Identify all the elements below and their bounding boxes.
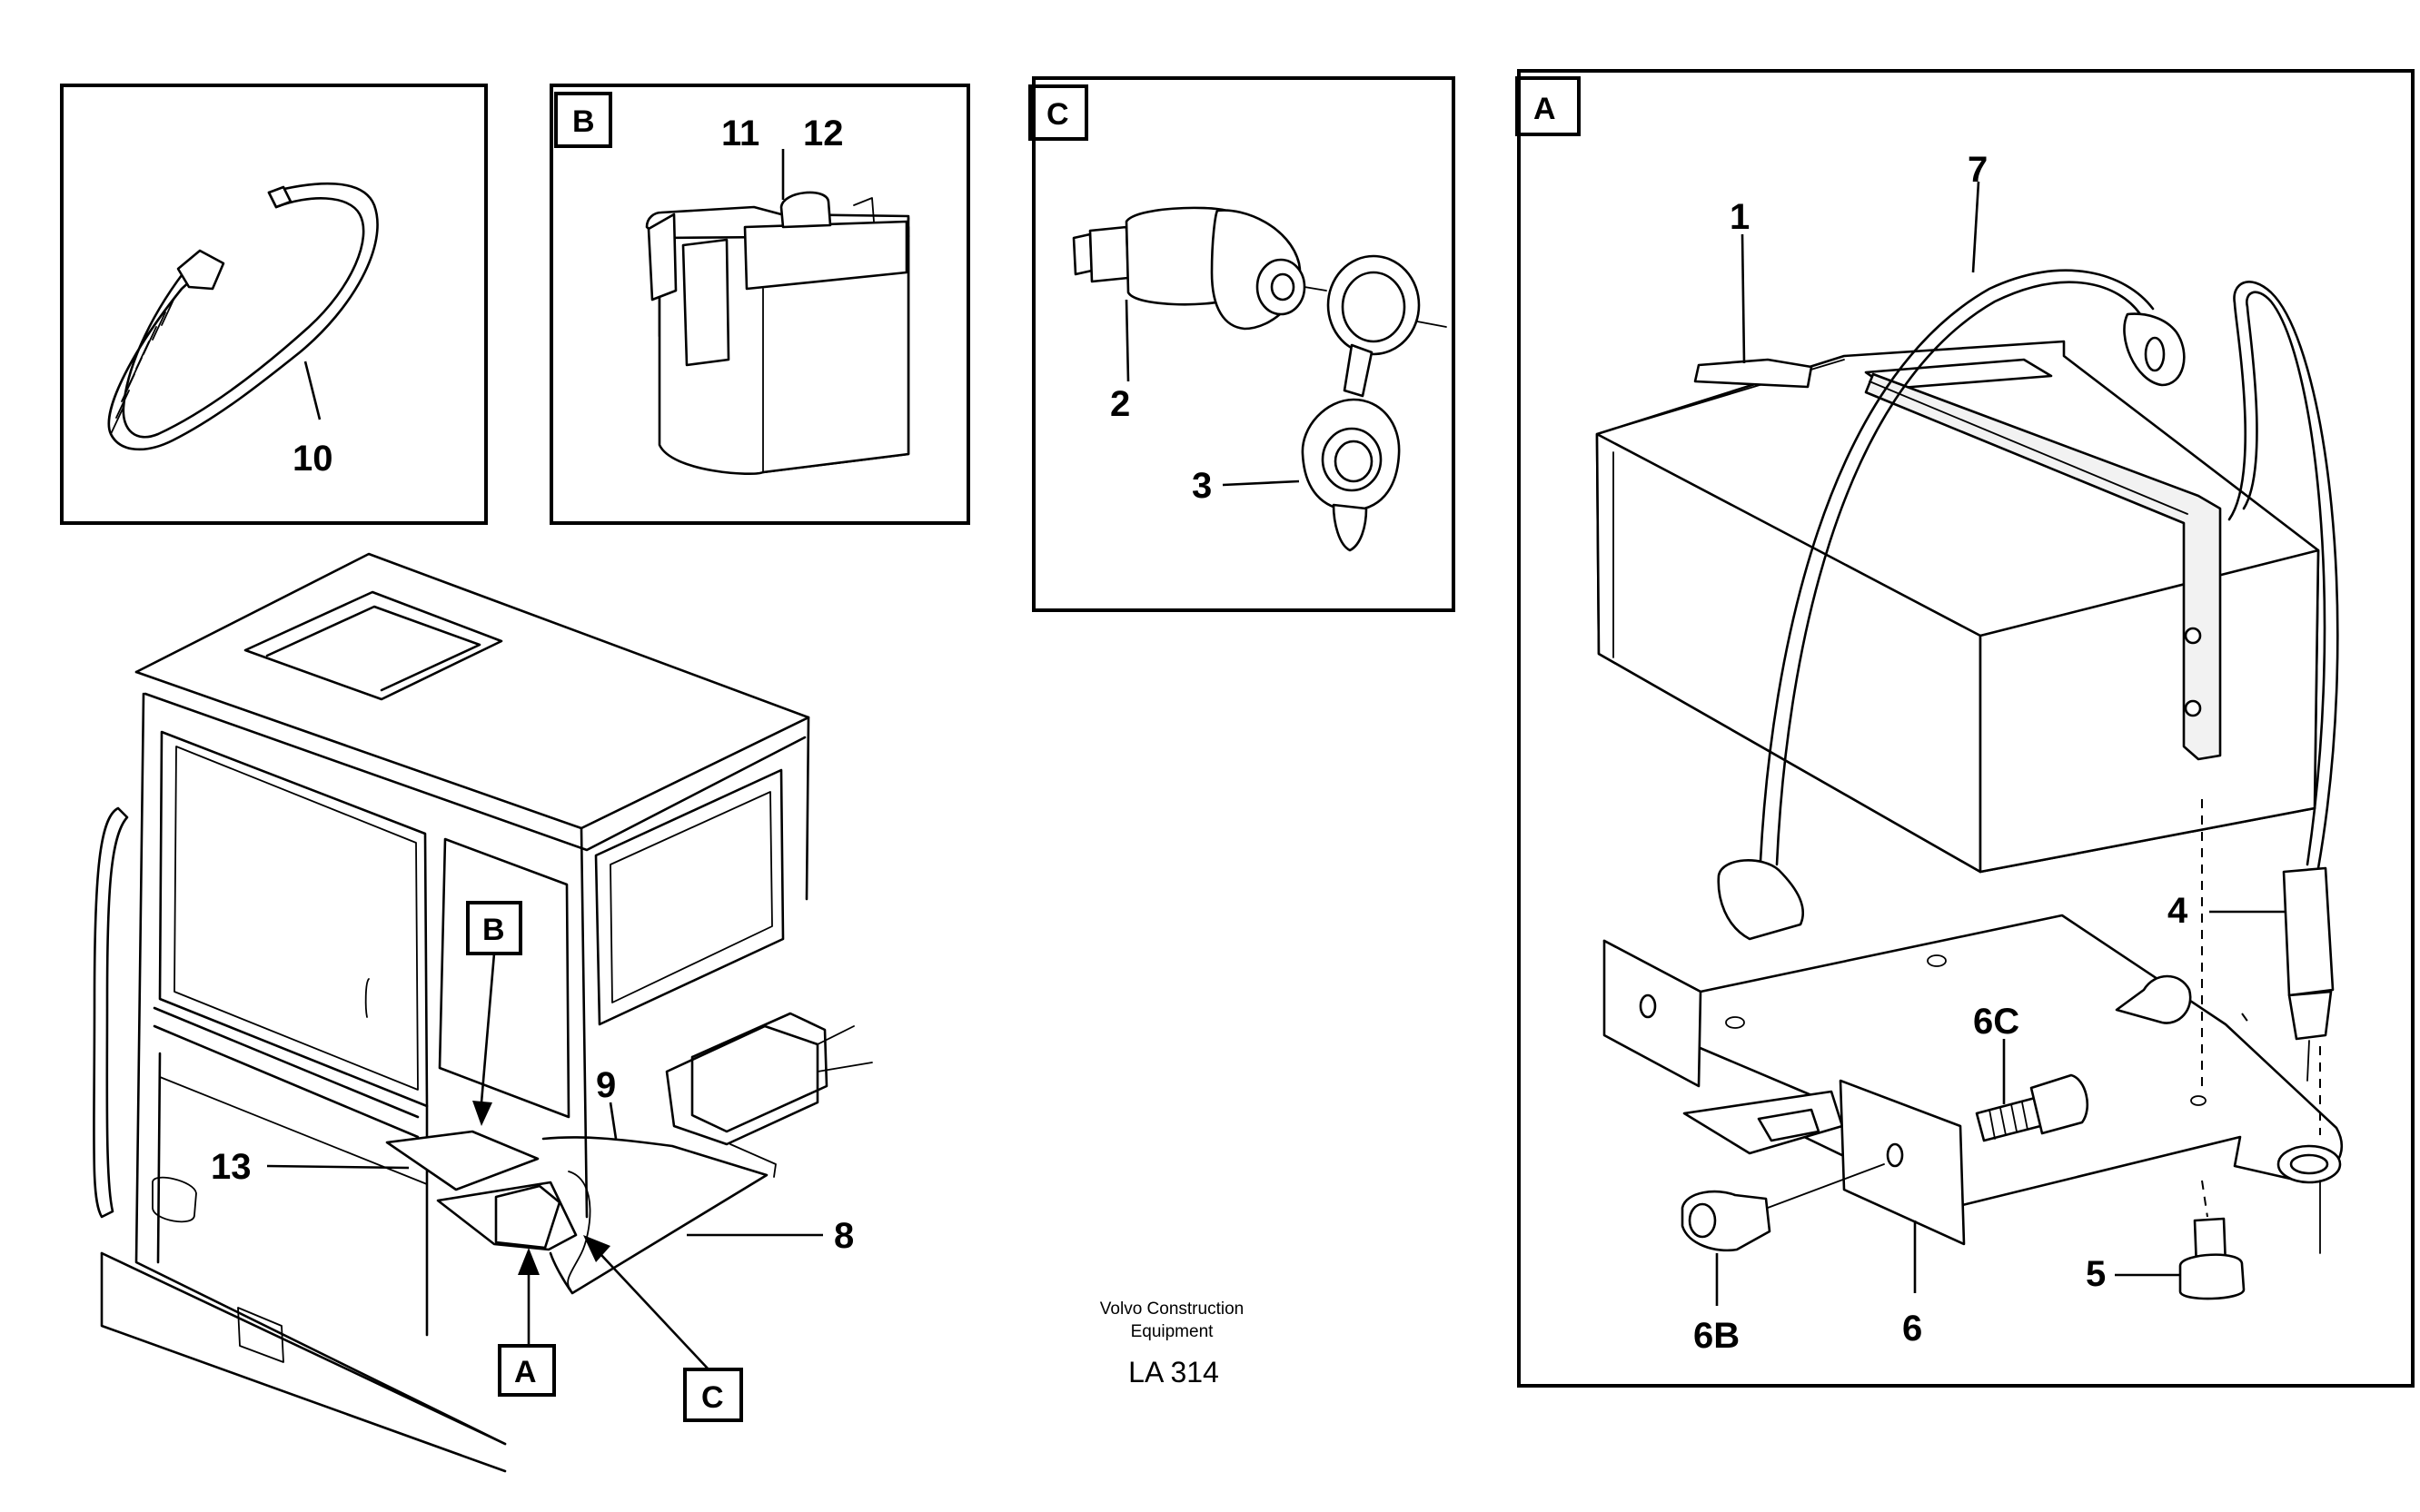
- panel-cable-strap: 10: [60, 84, 488, 525]
- cab-drawing: [93, 552, 873, 1473]
- label-8: 8: [834, 1216, 854, 1256]
- label-1: 1: [1730, 197, 1750, 237]
- panel-strap-frame: [60, 84, 488, 525]
- label-7: 7: [1968, 150, 1988, 190]
- battery-drawing: [1595, 340, 2320, 874]
- callout-c-tag: C: [701, 1380, 724, 1415]
- label-13: 13: [211, 1147, 252, 1187]
- panel-a-tag-box: [1515, 76, 1581, 136]
- panel-a-tag: A: [1533, 92, 1556, 126]
- callout-c-arrow: [600, 1254, 709, 1370]
- panel-b: B 11 12: [550, 84, 970, 525]
- panel-c-tag-box: [1028, 84, 1088, 141]
- label-6c: 6C: [1973, 1002, 2019, 1042]
- callout-a-tag: A: [514, 1355, 537, 1389]
- callout-c-box: [683, 1368, 743, 1422]
- panel-b-frame: [550, 84, 970, 525]
- leader-3: [1222, 479, 1300, 487]
- leader-2: [1125, 299, 1130, 382]
- label-10: 10: [293, 439, 333, 479]
- battery-bracket-6: [1602, 914, 2344, 1246]
- callout-c-arrowhead: [583, 1235, 610, 1262]
- label-5: 5: [2086, 1254, 2106, 1294]
- panel-a-frame: [1517, 69, 2415, 1388]
- drawing-code: LA 314: [1128, 1356, 1219, 1388]
- relay-drawing: [645, 191, 910, 475]
- socket-drawing: [1072, 206, 1447, 552]
- cable-strap-drawing: [107, 182, 379, 451]
- leader-1: [1741, 233, 1746, 364]
- panel-c: C 2 3: [1028, 76, 1455, 612]
- caption: Volvo Construction Equipment LA 314: [1100, 1300, 1244, 1388]
- panel-b-tag-box: [554, 92, 612, 148]
- label-6b: 6B: [1693, 1316, 1740, 1356]
- callout-b-arrowhead: [472, 1101, 492, 1126]
- callout-a-arrowhead: [518, 1248, 540, 1275]
- leader-7: [1971, 181, 1980, 273]
- nut-6b: [1681, 1163, 1885, 1252]
- leader-13: [266, 1164, 410, 1170]
- cable-4: [2227, 281, 2339, 1082]
- screw-5: [2178, 1217, 2246, 1300]
- label-11: 11: [721, 114, 759, 153]
- panel-a: A: [1515, 69, 2415, 1388]
- label-3: 3: [1192, 466, 1212, 506]
- callout-a-box: [498, 1344, 556, 1397]
- label-2: 2: [1110, 384, 1130, 424]
- cab-callouts: B A C 9 13 8: [211, 901, 854, 1422]
- label-4: 4: [2167, 891, 2188, 931]
- label-12: 12: [803, 114, 844, 153]
- label-6: 6: [1902, 1309, 1922, 1349]
- panel-c-frame: [1032, 76, 1455, 612]
- panel-c-tag: C: [1046, 97, 1069, 132]
- callout-b-tag: B: [482, 913, 505, 947]
- caption-line-1: Volvo Construction: [1100, 1300, 1244, 1319]
- caption-line-2: Equipment: [1131, 1322, 1215, 1341]
- leader-9: [609, 1102, 618, 1140]
- bolt-6c: [1975, 1073, 2089, 1142]
- label-9: 9: [596, 1065, 616, 1105]
- callout-b-arrow: [480, 953, 496, 1103]
- cable-7: [1717, 269, 2186, 941]
- leader-10: [303, 361, 322, 420]
- panel-b-tag: B: [572, 104, 595, 139]
